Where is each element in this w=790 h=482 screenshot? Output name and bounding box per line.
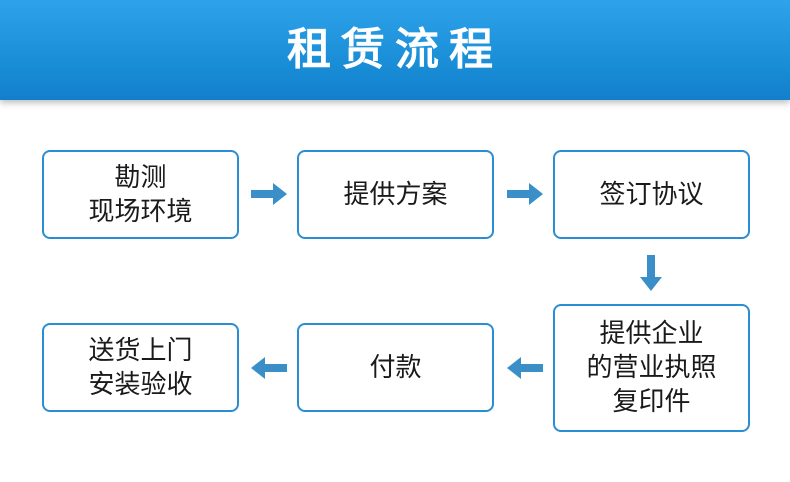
arrow-left-icon: [507, 357, 543, 379]
step-label: 签订协议: [599, 179, 704, 210]
step-label: 付款: [369, 352, 422, 383]
step-provide-plan: 提供方案: [297, 150, 494, 239]
step-payment: 付款: [297, 323, 494, 412]
arrow-right-icon: [507, 183, 543, 205]
step-label: 提供企业 的营业执照 复印件: [586, 319, 717, 417]
step-survey-site: 勘测 现场环境: [42, 150, 239, 239]
step-label: 送货上门 安装验收: [88, 335, 193, 400]
step-label: 提供方案: [343, 179, 448, 210]
step-business-license: 提供企业 的营业执照 复印件: [553, 304, 750, 432]
header-banner: [0, 0, 790, 100]
step-label: 勘测 现场环境: [88, 162, 193, 227]
arrow-right-icon: [251, 183, 287, 205]
arrow-left-icon: [251, 357, 287, 379]
arrow-down-icon: [640, 255, 662, 291]
step-delivery-acceptance: 送货上门 安装验收: [42, 323, 239, 412]
step-sign-agreement: 签订协议: [553, 150, 750, 239]
page-title: 租赁流程: [287, 24, 503, 75]
